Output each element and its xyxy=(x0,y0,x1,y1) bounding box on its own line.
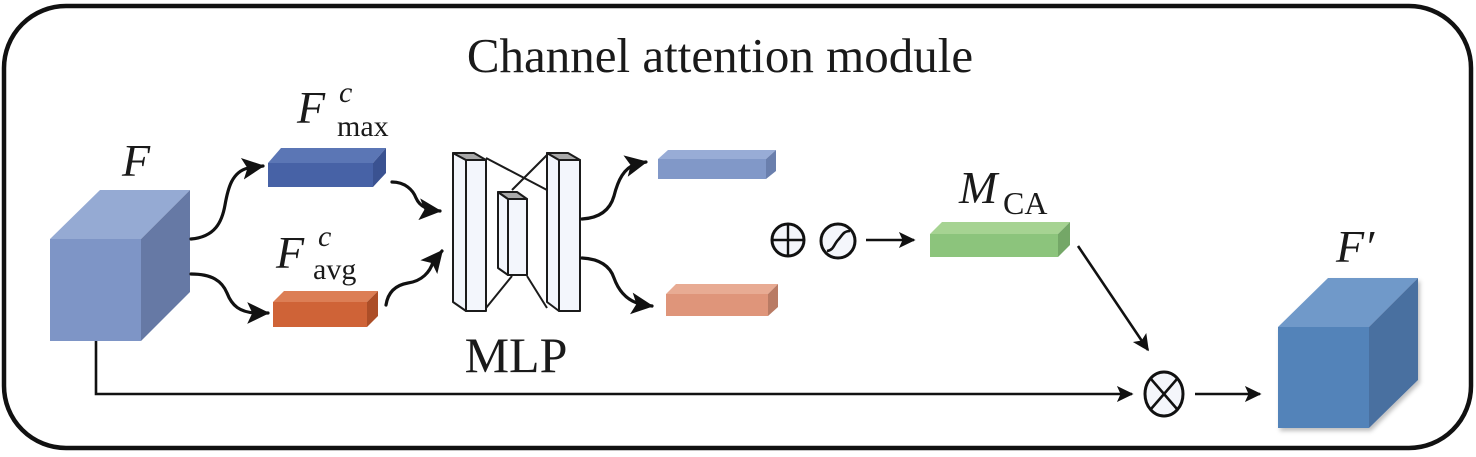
mlp-layer-hidden xyxy=(497,191,528,276)
arrow-mlp-to-bottom-output xyxy=(580,256,654,315)
max-pool-label-sup: c xyxy=(339,76,352,109)
avg-bar-front xyxy=(273,302,367,327)
avg-pool-bar xyxy=(273,291,378,327)
avg-pool-label: F c avg xyxy=(275,220,356,286)
attention-map-label: M CA xyxy=(958,162,1047,221)
mlp-label: MLP xyxy=(465,327,568,383)
sigmoid-icon xyxy=(819,222,857,260)
arrow-attention-to-multiply xyxy=(1076,245,1150,352)
mlp-layer-input xyxy=(452,152,487,312)
arrow-input-to-avg xyxy=(189,272,270,324)
max-pool-label-main: F xyxy=(296,82,326,133)
mlp-layer-output xyxy=(546,152,581,312)
output-cube-front xyxy=(1278,327,1369,428)
max-pool-label-sub: max xyxy=(337,110,389,143)
input-feature-cube xyxy=(50,190,190,341)
mlp-connector xyxy=(485,275,513,309)
element-wise-product-icon xyxy=(1143,370,1185,418)
input-label: F xyxy=(121,135,151,186)
max-pool-bar xyxy=(268,148,386,187)
mlp-output-max-bar xyxy=(658,150,776,179)
attention-map-label-main: M xyxy=(958,162,1000,213)
avg-bar-side xyxy=(367,291,378,327)
max-bar-top xyxy=(268,148,386,163)
max-bar-front xyxy=(268,163,373,187)
mlp-connector xyxy=(511,154,548,191)
avg-pool-label-sup: c xyxy=(318,220,331,253)
output-label: F′ xyxy=(1335,221,1375,272)
avg-pool-label-main: F xyxy=(275,227,305,278)
arrow-avg-to-mlp xyxy=(384,249,444,307)
output-cube-top xyxy=(1278,278,1418,327)
arrow-input-to-max xyxy=(189,157,265,241)
input-cube-side xyxy=(141,190,190,341)
avg-bar-top xyxy=(273,291,378,302)
mlp-block xyxy=(452,152,581,312)
arrow-max-to-mlp xyxy=(390,180,442,221)
arrow-mlp-to-top-output xyxy=(580,155,648,221)
mlp-output-avg-bar xyxy=(666,284,778,316)
element-wise-sum-icon xyxy=(770,222,806,258)
avg-pool-label-sub: avg xyxy=(313,253,356,286)
module-frame xyxy=(1,3,1474,451)
mlp-connector xyxy=(485,157,548,191)
attention-map-bar xyxy=(930,222,1070,257)
output-feature-cube xyxy=(1278,278,1418,428)
mlp-connector xyxy=(526,275,548,309)
skip-connection-arrow xyxy=(94,341,1134,403)
input-cube-front xyxy=(50,239,141,341)
module-title: Channel attention module xyxy=(467,28,973,83)
output-cube-side xyxy=(1369,278,1418,428)
input-cube-top xyxy=(50,190,190,239)
attention-map-label-sub: CA xyxy=(1003,185,1047,221)
max-bar-side xyxy=(373,148,386,187)
max-pool-label: F c max xyxy=(296,76,389,143)
